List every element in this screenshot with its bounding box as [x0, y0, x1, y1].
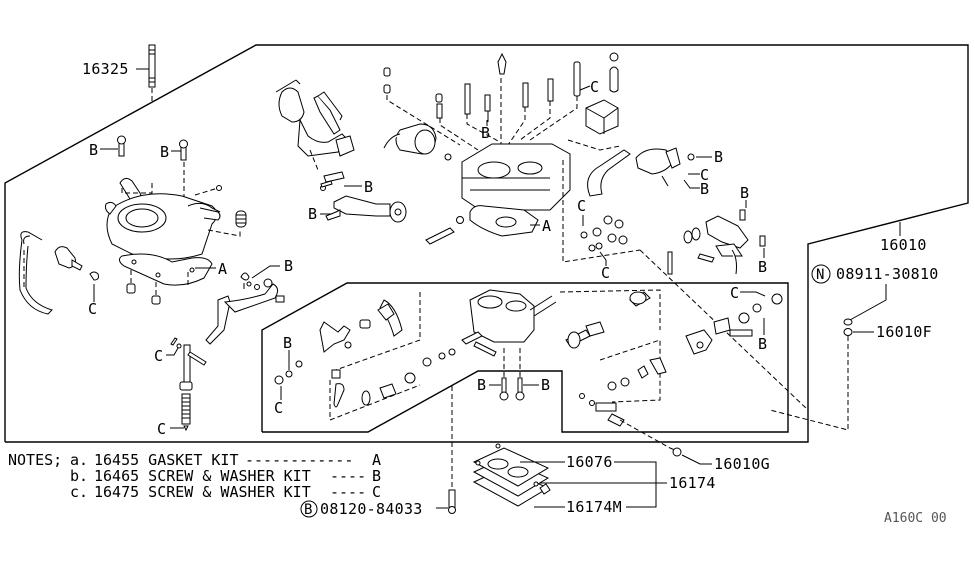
- notes-block: NOTES; a. 16455 GASKET KIT ------------ …: [8, 451, 381, 501]
- label-08911-30810: 08911-30810: [836, 265, 939, 283]
- kit-ref-b-screw-1: B: [89, 141, 98, 159]
- solenoid-valve-part[interactable]: [567, 52, 621, 151]
- diaphragm-hose-part[interactable]: [587, 147, 695, 197]
- n-prefix-badge: N: [816, 267, 824, 283]
- note-b-text: 16465 SCREW & WASHER KIT: [94, 467, 311, 485]
- note-c-letter: c.: [70, 483, 88, 501]
- kit-ref-b-pump: B: [758, 335, 767, 353]
- choke-lever-assembly[interactable]: [319, 292, 456, 421]
- dashpot-actuator-part[interactable]: [275, 79, 355, 191]
- nut-16010f-part[interactable]: [843, 318, 853, 336]
- washer-stack[interactable]: [274, 360, 303, 385]
- kit-ref-b-bracket-1: B: [740, 184, 749, 202]
- label-16010: 16010: [880, 236, 927, 254]
- note-b-ref: B: [372, 467, 381, 485]
- note-c-leader: ----: [330, 483, 366, 501]
- kit-ref-b-diaphragm: B: [714, 148, 723, 166]
- gasket-stack-part[interactable]: [472, 443, 551, 507]
- kit-ref-c-pump: C: [730, 284, 739, 302]
- kit-ref-c-hose: C: [88, 300, 97, 318]
- outer-frame: [4, 44, 969, 443]
- kit-ref-c-rod: C: [154, 347, 163, 365]
- accelerator-pump-part[interactable]: [559, 289, 783, 427]
- left-carburetor-body[interactable]: [105, 135, 247, 305]
- note-b-letter: b.: [70, 467, 88, 485]
- note-a-leader: ------------: [245, 451, 353, 469]
- main-carburetor-top[interactable]: [383, 52, 581, 245]
- kit-ref-c-diaphragm: C: [700, 166, 709, 184]
- note-c-ref: C: [372, 483, 381, 501]
- label-16010f: 16010F: [876, 323, 932, 341]
- kit-ref-b-screw-2: B: [160, 143, 169, 161]
- kit-ref-c-jets-1: C: [577, 197, 586, 215]
- label-16325: 16325: [82, 60, 129, 78]
- kit-ref-b-washers: B: [283, 334, 292, 352]
- stud-16325-part[interactable]: [148, 44, 156, 102]
- kit-ref-c-jets-2: C: [601, 264, 610, 282]
- note-b-leader: ----: [330, 467, 366, 485]
- right-bracket-part[interactable]: [667, 209, 766, 275]
- label-16010g: 16010G: [714, 455, 770, 473]
- notes-heading: NOTES;: [8, 451, 62, 469]
- jet-screws-cluster[interactable]: [562, 160, 641, 263]
- kit-ref-a-left: A: [218, 260, 227, 278]
- kit-ref-c-top: C: [590, 78, 599, 96]
- label-16174m: 16174M: [566, 498, 622, 516]
- note-a-text: 16455 GASKET KIT: [94, 451, 239, 469]
- choke-heater-part[interactable]: [325, 195, 407, 223]
- kit-ref-c-spring: C: [157, 420, 166, 438]
- choke-rod-part[interactable]: [170, 337, 207, 432]
- note-c-text: 16475 SCREW & WASHER KIT: [94, 483, 311, 501]
- kit-ref-b-throttle-2: B: [541, 376, 550, 394]
- label-16076: 16076: [566, 453, 613, 471]
- subassembly-frame: [261, 282, 789, 433]
- kit-ref-b-actuator: B: [364, 178, 373, 196]
- note-a-letter: a.: [70, 451, 88, 469]
- kit-ref-b-top: B: [481, 124, 490, 142]
- kit-ref-b-linkage: B: [284, 257, 293, 275]
- diagram-code: A160C 00: [884, 511, 947, 526]
- label-08120-84033: 08120-84033: [320, 500, 423, 518]
- note-a-ref: A: [372, 451, 381, 469]
- vacuum-hose-part[interactable]: [18, 231, 99, 315]
- kit-ref-b-heater: B: [308, 205, 317, 223]
- screw-08120-part[interactable]: [448, 489, 456, 514]
- kit-ref-b-throttle-1: B: [477, 376, 486, 394]
- throttle-linkage-part[interactable]: [205, 272, 285, 345]
- kit-ref-b-bracket-2: B: [758, 258, 767, 276]
- kit-ref-a-gasket: A: [542, 217, 551, 235]
- b-prefix-badge: B: [304, 502, 312, 518]
- kit-ref-c-washers: C: [274, 399, 283, 417]
- throttle-body-part[interactable]: [461, 289, 557, 401]
- kit-ref-b-diaphragm-2: B: [700, 180, 709, 198]
- label-16174: 16174: [669, 474, 716, 492]
